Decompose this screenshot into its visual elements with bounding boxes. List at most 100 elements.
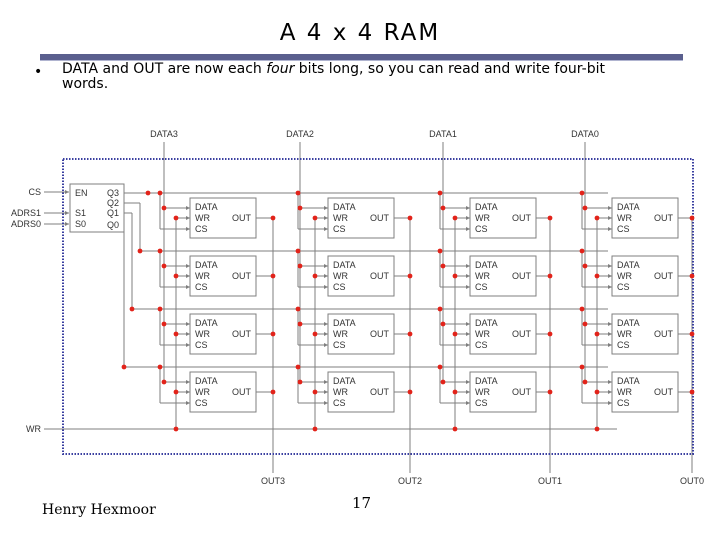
cell-pin-wr: WR xyxy=(475,329,490,339)
memory-cell xyxy=(611,197,679,239)
cell-pin-data: DATA xyxy=(195,318,218,328)
cell-pin-cs: CS xyxy=(475,282,488,292)
arrow-head xyxy=(608,216,612,220)
wires xyxy=(44,142,693,473)
junction-dot xyxy=(452,426,458,432)
cell-pin-wr: WR xyxy=(195,387,210,397)
arrow-head xyxy=(186,285,190,289)
arrow-head xyxy=(324,206,328,210)
junction-dot xyxy=(161,263,167,269)
arrow-head xyxy=(466,390,470,394)
cell-pin-wr: WR xyxy=(617,329,632,339)
arrow-head xyxy=(608,274,612,278)
junction-dot xyxy=(582,263,588,269)
memory-cell xyxy=(469,371,537,413)
junction-dot xyxy=(297,321,303,327)
junction-dot xyxy=(440,379,446,385)
cell-pin-cs: CS xyxy=(195,398,208,408)
junction-dot xyxy=(161,321,167,327)
output-label: OUT3 xyxy=(261,476,285,486)
arrow-head xyxy=(466,332,470,336)
cell-pin-out: OUT xyxy=(654,387,674,397)
cell-pin-wr: WR xyxy=(195,213,210,223)
cell-pin-wr: WR xyxy=(333,387,348,397)
cell-pin-out: OUT xyxy=(654,271,674,281)
junction-dot xyxy=(440,263,446,269)
junction-dot xyxy=(689,389,695,395)
junction-dot xyxy=(270,331,276,337)
memory-cell xyxy=(327,197,395,239)
diagram-frame xyxy=(62,158,694,455)
cell-pin-out: OUT xyxy=(654,213,674,223)
junction-dot xyxy=(579,364,585,370)
junction-dot xyxy=(594,426,600,432)
cell-pin-cs: CS xyxy=(333,398,346,408)
arrow-head xyxy=(466,343,470,347)
cell-pin-out: OUT xyxy=(370,329,390,339)
cell-pin-wr: WR xyxy=(617,213,632,223)
bullet-text-part2: bits long, so you can read and write fou… xyxy=(294,61,605,77)
junction-dot xyxy=(295,306,301,312)
junction-dot xyxy=(157,364,163,370)
cell-pin-data: DATA xyxy=(617,318,640,328)
arrow-head xyxy=(466,206,470,210)
junction-dot xyxy=(173,389,179,395)
junction-dot xyxy=(407,389,413,395)
arrow-head xyxy=(186,264,190,268)
memory-cell xyxy=(611,371,679,413)
junction-dot xyxy=(161,205,167,211)
junction-dot xyxy=(295,248,301,254)
decoder-output-label: Q3 xyxy=(107,188,119,198)
junction-dot xyxy=(173,426,179,432)
memory-cell xyxy=(611,313,679,355)
junction-dot xyxy=(312,426,318,432)
arrow-head xyxy=(186,390,190,394)
cell-pin-wr: WR xyxy=(333,213,348,223)
cell-pin-data: DATA xyxy=(475,318,498,328)
arrow-head xyxy=(466,380,470,384)
junction-dot xyxy=(437,190,443,196)
cell-pin-wr: WR xyxy=(475,271,490,281)
cell-pin-wr: WR xyxy=(617,271,632,281)
decoder-pin-s0: S0 xyxy=(75,219,86,229)
data-input-label: DATA0 xyxy=(571,129,599,139)
junction-dot xyxy=(121,364,127,370)
arrow-head xyxy=(324,390,328,394)
junction-dot xyxy=(295,364,301,370)
junction-dot xyxy=(270,273,276,279)
output-label: OUT0 xyxy=(680,476,704,486)
output-label: OUT2 xyxy=(398,476,422,486)
junction-dot xyxy=(157,190,163,196)
footer-author: Henry Hexmoor xyxy=(42,502,156,518)
arrow-head xyxy=(186,322,190,326)
junction-dot xyxy=(312,331,318,337)
bullet-marker: • xyxy=(34,64,43,80)
cell-pin-wr: WR xyxy=(475,387,490,397)
junction-dot xyxy=(312,273,318,279)
bullet-text-line2: words. xyxy=(62,76,109,92)
arrow-head xyxy=(466,322,470,326)
junction-dot xyxy=(173,215,179,221)
junction-dot xyxy=(579,306,585,312)
junction-dot xyxy=(157,248,163,254)
arrow-head xyxy=(608,401,612,405)
arrow-head xyxy=(186,206,190,210)
decoder-output-label: Q1 xyxy=(107,208,119,218)
junction-dot xyxy=(579,190,585,196)
arrow-head xyxy=(324,343,328,347)
arrow-head xyxy=(186,274,190,278)
slide-title: A 4 x 4 RAM xyxy=(279,20,441,46)
arrow-head xyxy=(466,227,470,231)
junction-dot xyxy=(579,248,585,254)
junction-dot xyxy=(547,331,553,337)
junction-dot xyxy=(547,215,553,221)
data-input-label: DATA1 xyxy=(429,129,457,139)
junction-dot xyxy=(582,379,588,385)
cell-pin-cs: CS xyxy=(333,340,346,350)
cell-pin-out: OUT xyxy=(512,213,532,223)
memory-cell xyxy=(611,255,679,297)
memory-cell xyxy=(327,371,395,413)
junction-dot xyxy=(437,248,443,254)
